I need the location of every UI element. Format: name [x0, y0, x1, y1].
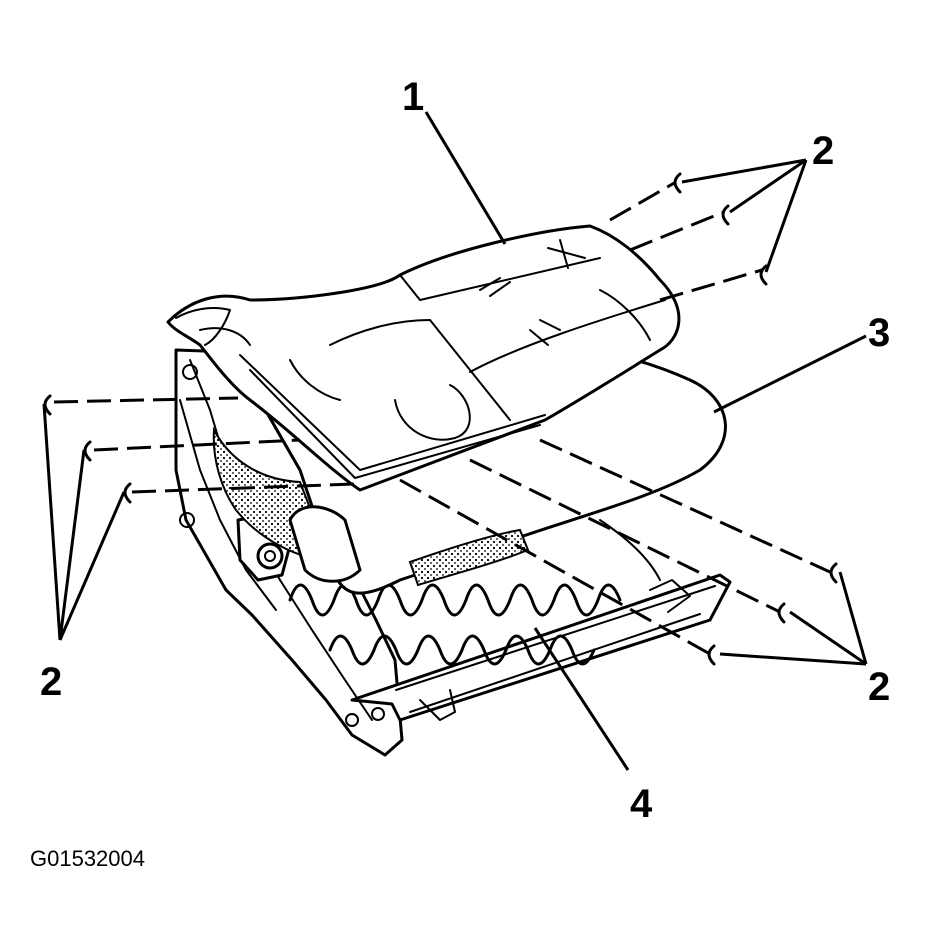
leader-4 — [533, 627, 630, 771]
callout-2-bottom-right: 2 — [868, 665, 890, 709]
leader-2b — [729, 158, 807, 214]
leader-lines — [42, 111, 868, 771]
fastener-dashed-lines — [53, 180, 831, 656]
callout-3: 3 — [868, 311, 890, 355]
callout-1: 1 — [402, 75, 424, 119]
figure-id: G01532004 — [30, 846, 145, 871]
leader-2h — [789, 610, 867, 666]
leader-1 — [424, 111, 507, 245]
callout-4: 4 — [630, 782, 653, 826]
fastener-clips — [43, 172, 838, 666]
leader-3 — [713, 334, 867, 414]
leader-2c — [764, 159, 808, 273]
leader-2e — [58, 449, 86, 641]
leader-2i — [719, 652, 867, 666]
callout-2-top-right: 2 — [812, 129, 834, 173]
leader-2g — [838, 571, 868, 665]
leader-2d — [42, 403, 62, 641]
cushion-cover — [166, 224, 681, 492]
leader-2a — [681, 158, 807, 184]
callout-2-left: 2 — [40, 660, 62, 704]
leader-2f — [58, 491, 126, 641]
